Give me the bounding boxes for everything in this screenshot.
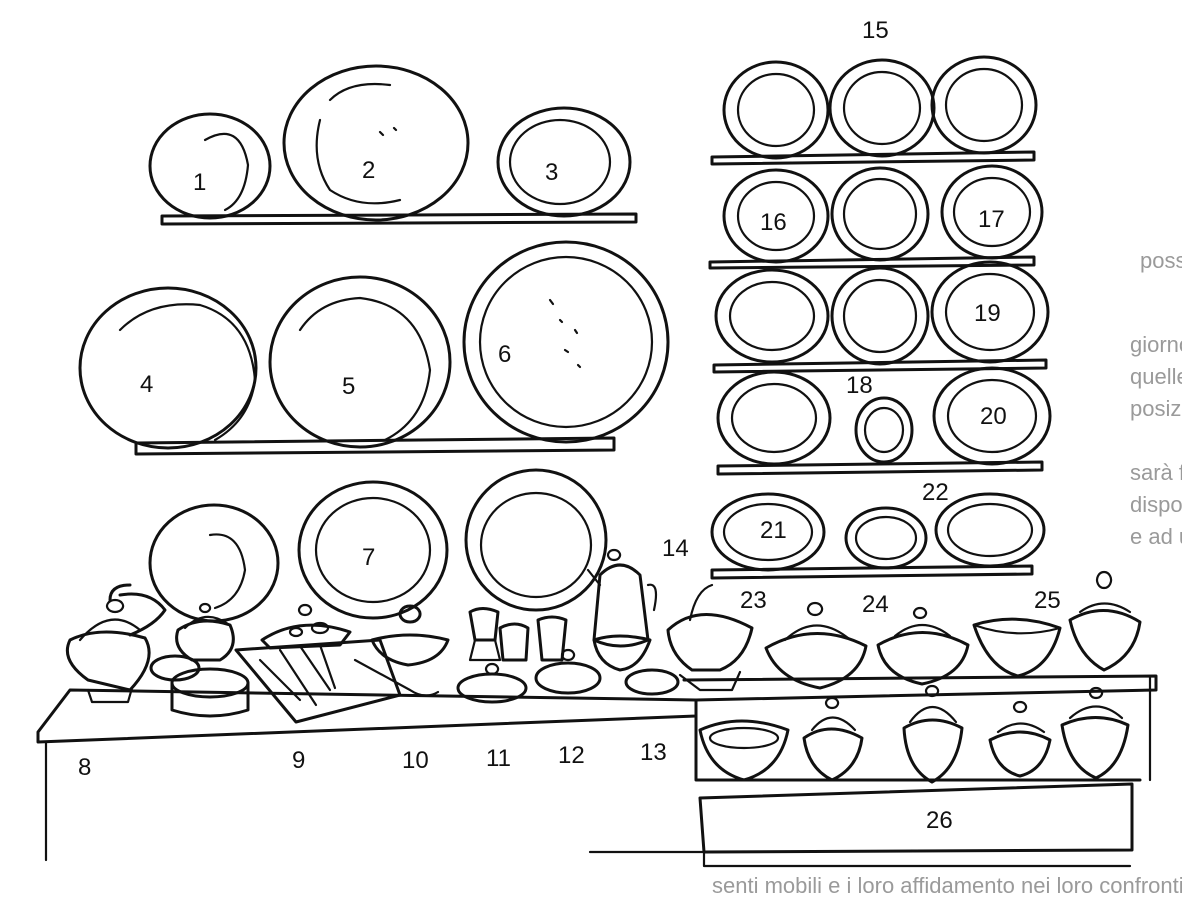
tureen-23 xyxy=(666,583,754,692)
table-top xyxy=(36,688,698,744)
sugar-bowl-26-c xyxy=(902,684,964,784)
label-20: 20 xyxy=(980,403,1007,430)
label-21: 21 xyxy=(760,517,787,544)
plate-4 xyxy=(78,286,258,450)
label-19: 19 xyxy=(974,300,1001,327)
label-3: 3 xyxy=(545,159,558,186)
bleed-text-4: posizione xyxy=(1130,396,1182,421)
label-14: 14 xyxy=(662,535,689,562)
stand-base xyxy=(698,782,1134,854)
label-18: 18 xyxy=(846,372,873,399)
right-stand xyxy=(588,570,1158,868)
label-4: 4 xyxy=(140,371,153,398)
bleed-text-8: senti mobili e i loro affidamento nei lo… xyxy=(712,873,1182,898)
plate-6 xyxy=(462,240,670,444)
sugar-bowl-26-d xyxy=(988,700,1052,778)
sugar-bowl-26-b xyxy=(802,696,864,782)
right-rack xyxy=(708,55,1052,580)
plate-1 xyxy=(148,112,272,220)
bleed-text-2: giorno e xyxy=(1130,332,1182,357)
rack-row-1 xyxy=(710,55,1038,166)
plate-2 xyxy=(282,64,470,222)
rack-row-2 xyxy=(708,164,1044,270)
plate-3 xyxy=(496,106,632,218)
tureen-24-right xyxy=(876,606,970,686)
bleed-text-7: e ad un xyxy=(1130,524,1182,549)
plate-left-lower xyxy=(148,503,280,623)
label-22: 22 xyxy=(922,479,949,506)
label-10: 10 xyxy=(402,747,429,774)
label-8: 8 xyxy=(78,754,91,781)
round-box xyxy=(170,667,250,718)
plate-right-lower xyxy=(464,468,608,612)
shelf-board xyxy=(160,212,638,226)
rack-row-4 xyxy=(716,366,1052,476)
label-5: 5 xyxy=(342,373,355,400)
bleed-text-3: quelle xyxy=(1130,364,1182,389)
label-17: 17 xyxy=(978,206,1005,233)
rack-row-5 xyxy=(710,492,1046,580)
rack-row-3 xyxy=(712,260,1050,374)
label-6: 6 xyxy=(498,341,511,368)
shelf-board xyxy=(134,436,616,456)
left-shelf-middle xyxy=(78,240,670,456)
cups-11 xyxy=(456,607,530,704)
sauce-boat-10 xyxy=(353,604,450,697)
covered-dish xyxy=(260,603,352,650)
left-shelf-top xyxy=(148,64,638,226)
bleed-through-text: possibili giorno e quelle posizione sarà… xyxy=(712,248,1182,898)
label-26: 26 xyxy=(926,807,953,834)
label-13: 13 xyxy=(640,739,667,766)
label-23: 23 xyxy=(740,587,767,614)
stand-middle-step xyxy=(694,698,1142,782)
label-16: 16 xyxy=(760,209,787,236)
plate-7 xyxy=(297,480,449,620)
bleed-text-6: disposizione xyxy=(1130,492,1182,517)
tureen-24-left xyxy=(764,601,868,690)
bleed-text-5: sarà fatto xyxy=(1130,460,1182,485)
label-9: 9 xyxy=(292,747,305,774)
number-labels: 1 2 3 4 5 6 7 8 9 10 11 12 13 14 15 16 1… xyxy=(78,17,1061,834)
cups-12 xyxy=(534,615,602,695)
label-7: 7 xyxy=(362,544,375,571)
tureen-25 xyxy=(1068,570,1142,672)
bowl-26-a xyxy=(698,719,790,782)
coffee-pot-14 xyxy=(586,548,658,648)
label-2: 2 xyxy=(362,157,375,184)
left-shelf-lower xyxy=(148,468,608,623)
stand-top-step xyxy=(682,674,1158,702)
left-table-crockery xyxy=(65,548,680,724)
sugar-bowl xyxy=(175,602,235,662)
label-25: 25 xyxy=(1034,587,1061,614)
tureen-26-e xyxy=(1060,686,1130,780)
label-24: 24 xyxy=(862,591,889,618)
left-table xyxy=(36,688,698,862)
label-1: 1 xyxy=(193,169,206,196)
bowl-13 xyxy=(592,634,680,696)
plate-5 xyxy=(268,275,452,449)
sauce-bowl-25 xyxy=(972,617,1062,678)
cutlery-tray-9 xyxy=(234,621,402,724)
label-15: 15 xyxy=(862,17,889,44)
small-dish xyxy=(149,654,201,682)
label-12: 12 xyxy=(558,742,585,769)
bleed-text-1: possibili xyxy=(1140,248,1182,273)
tureen-8 xyxy=(65,583,167,704)
label-11: 11 xyxy=(486,745,511,772)
